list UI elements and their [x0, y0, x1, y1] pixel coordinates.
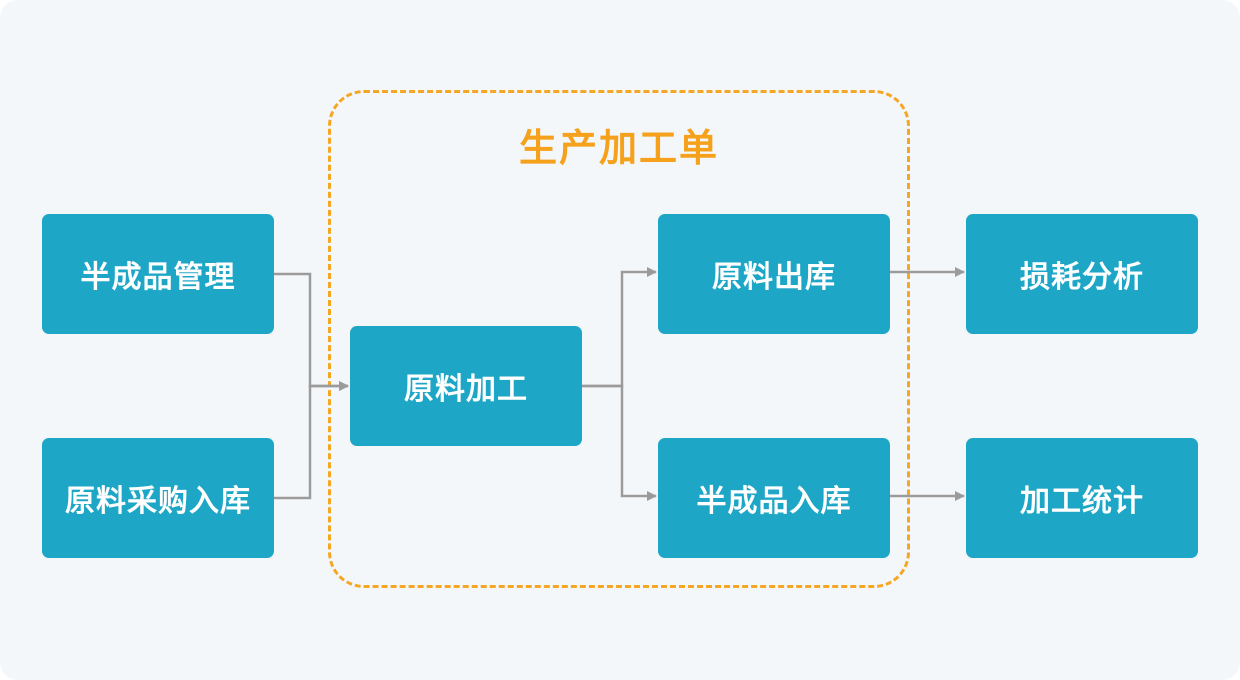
node-loss-analysis[interactable]: 损耗分析: [966, 214, 1198, 334]
node-raw-purchase-inbound[interactable]: 原料采购入库: [42, 438, 274, 558]
node-label: 损耗分析: [1020, 260, 1144, 295]
node-label: 原料出库: [712, 260, 836, 295]
node-label: 半成品管理: [80, 260, 236, 295]
node-semi-finished-inbound[interactable]: 半成品入库: [658, 438, 890, 558]
node-label: 半成品入库: [696, 484, 852, 519]
node-label: 原料加工: [404, 372, 528, 407]
node-semi-finished-management[interactable]: 半成品管理: [42, 214, 274, 334]
node-raw-processing[interactable]: 原料加工: [350, 326, 582, 446]
node-raw-outbound[interactable]: 原料出库: [658, 214, 890, 334]
node-processing-statistics[interactable]: 加工统计: [966, 438, 1198, 558]
node-label: 原料采购入库: [65, 484, 251, 519]
group-title: 生产加工单: [518, 126, 719, 170]
node-label: 加工统计: [1020, 484, 1144, 519]
